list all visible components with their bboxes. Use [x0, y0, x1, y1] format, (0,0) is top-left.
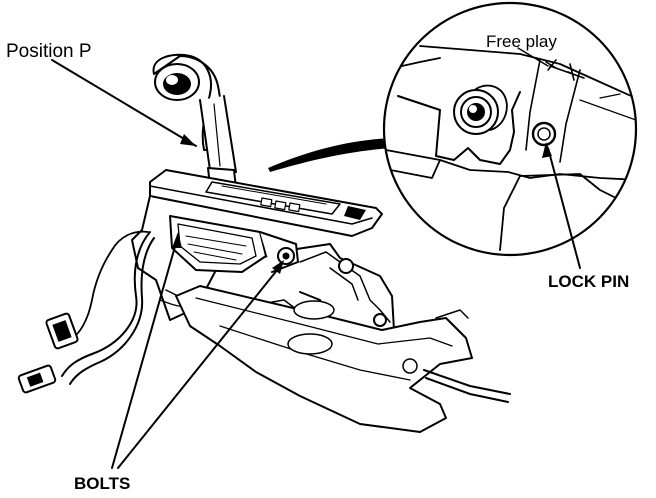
bolts-leader-line-1: [111, 235, 179, 469]
bolts-leader-arrow-1: [172, 232, 182, 248]
free-play-label: Free play: [486, 32, 557, 51]
position-leader-line: [51, 59, 197, 147]
bolts-leader-arrow-2: [272, 260, 284, 274]
lock-pin-leader-arrow: [542, 142, 552, 158]
position-p-label: Position P: [6, 41, 92, 62]
lock-pin-leader-line: [547, 147, 581, 269]
base-plate: [175, 285, 511, 433]
lock-pin-label: LOCK PIN: [548, 272, 630, 291]
wiring-harness: [17, 230, 155, 394]
callout-wedge: [268, 138, 394, 172]
shift-knob: [152, 53, 237, 173]
position-leader-arrow: [180, 134, 196, 146]
free-play-leader: [517, 47, 549, 67]
free-play-dimension: [545, 59, 585, 81]
bolts-leader-line-2: [117, 263, 283, 469]
console-plate: [149, 169, 383, 237]
bolts-label: BOLTS: [74, 474, 131, 493]
inset-detail: [382, 1, 638, 257]
